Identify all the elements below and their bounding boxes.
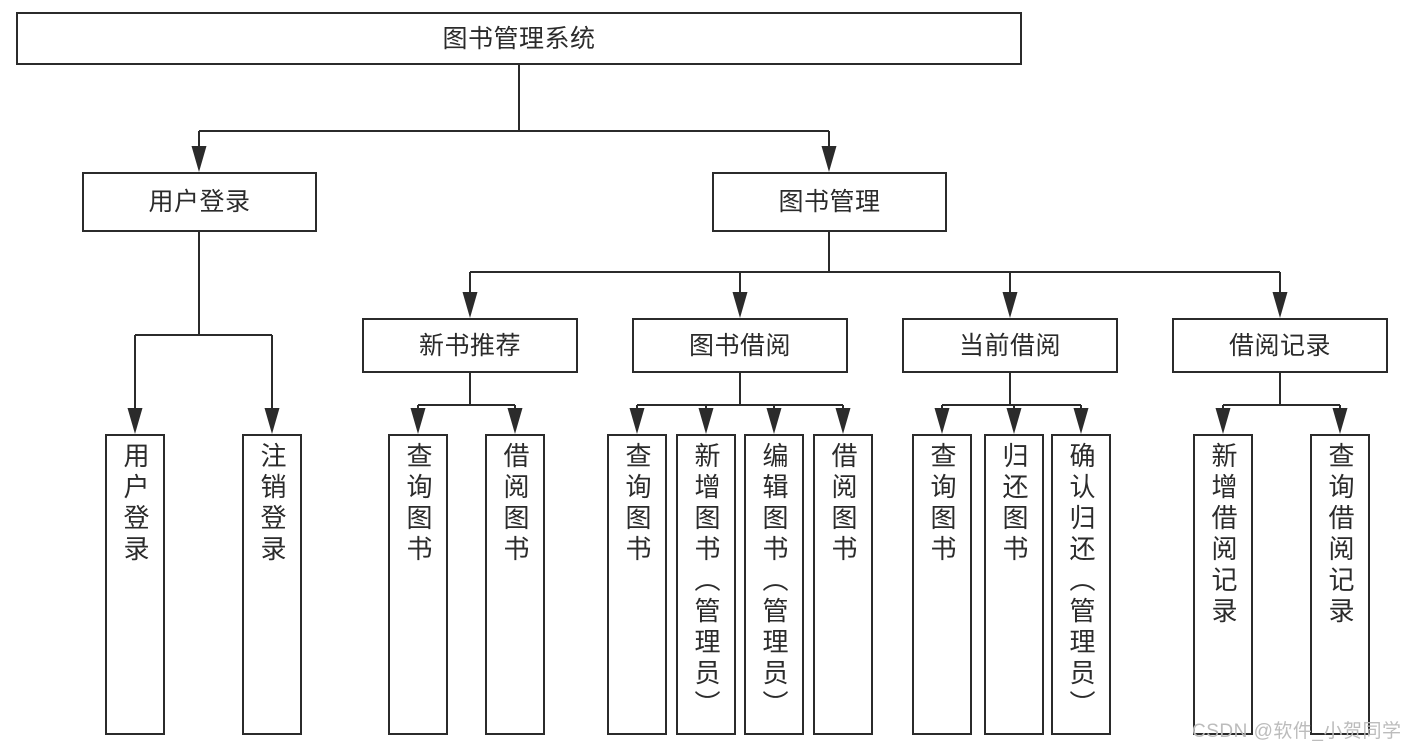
node-label: 图书管理 (778, 188, 881, 216)
node-label: 查询图书 (622, 442, 652, 566)
node-leaf-edit-book: 编辑图书（管理员） (744, 434, 804, 735)
node-leaf-user-login: 用户登录 (105, 434, 165, 735)
node-leaf-borrow-book-1: 借阅图书 (485, 434, 545, 735)
node-leaf-confirm-return: 确认归还（管理员） (1051, 434, 1111, 735)
book-manage-to-l2-2-arrow (1002, 292, 1018, 318)
node-leaf-return-book: 归还图书 (984, 434, 1044, 735)
node-label: 确认归还（管理员） (1066, 442, 1096, 721)
l2-2-to-leaf-2-arrow (1073, 408, 1089, 434)
node-leaf-query-book-1: 查询图书 (388, 434, 448, 735)
node-label: 查询图书 (403, 442, 433, 566)
node-label: 用户登录 (148, 188, 251, 216)
node-current-borrow: 当前借阅 (902, 318, 1118, 373)
book-manage-to-l2-1-arrow (732, 292, 748, 318)
node-label: 当前借阅 (958, 331, 1061, 360)
node-label: 借阅图书 (500, 442, 530, 566)
node-leaf-query-book-3: 查询图书 (912, 434, 972, 735)
node-label: 新增图书（管理员） (691, 442, 721, 721)
node-book-borrow: 图书借阅 (632, 318, 848, 373)
l2-2-to-leaf-0-arrow (934, 408, 950, 434)
root-to-l1-1-arrow (821, 146, 837, 172)
node-leaf-query-book-2: 查询图书 (607, 434, 667, 735)
node-label: 新增借阅记录 (1208, 442, 1238, 628)
l2-3-to-leaf-1-arrow (1332, 408, 1348, 434)
user-login-to-leaf-1-arrow (264, 408, 280, 434)
root-to-l1-0-arrow (191, 146, 207, 172)
l2-1-to-leaf-2-arrow (766, 408, 782, 434)
node-borrow-record: 借阅记录 (1172, 318, 1388, 373)
node-leaf-add-book: 新增图书（管理员） (676, 434, 736, 735)
node-label: 图书借阅 (688, 331, 791, 360)
l2-3-to-leaf-0-arrow (1215, 408, 1231, 434)
user-login-to-leaf-0-arrow (127, 408, 143, 434)
l2-2-to-leaf-1-arrow (1006, 408, 1022, 434)
node-label: 图书管理系统 (442, 24, 596, 53)
node-label: 查询借阅记录 (1325, 442, 1355, 628)
node-label: 新书推荐 (418, 331, 521, 360)
node-label: 借阅记录 (1228, 331, 1331, 360)
node-label: 归还图书 (999, 442, 1029, 566)
node-label: 编辑图书（管理员） (759, 442, 789, 721)
node-new-book-recommend: 新书推荐 (362, 318, 578, 373)
node-label: 用户登录 (120, 442, 150, 566)
node-label: 注销登录 (257, 442, 287, 566)
l2-1-to-leaf-0-arrow (629, 408, 645, 434)
node-leaf-borrow-book-2: 借阅图书 (813, 434, 873, 735)
node-label: 借阅图书 (828, 442, 858, 566)
csdn-watermark: CSDN @软件_小贺同学 (1192, 721, 1402, 742)
node-leaf-add-record: 新增借阅记录 (1193, 434, 1253, 735)
node-root-图书管理系统: 图书管理系统 (16, 12, 1022, 65)
node-label: 查询图书 (927, 442, 957, 566)
book-manage-to-l2-0-arrow (462, 292, 478, 318)
node-leaf-query-record: 查询借阅记录 (1310, 434, 1370, 735)
book-manage-to-l2-3-arrow (1272, 292, 1288, 318)
node-user-login: 用户登录 (82, 172, 317, 232)
node-book-manage: 图书管理 (712, 172, 947, 232)
l2-1-to-leaf-3-arrow (835, 408, 851, 434)
l2-1-to-leaf-1-arrow (698, 408, 714, 434)
l2-0-to-leaf-0-arrow (410, 408, 426, 434)
node-leaf-logout: 注销登录 (242, 434, 302, 735)
l2-0-to-leaf-1-arrow (507, 408, 523, 434)
